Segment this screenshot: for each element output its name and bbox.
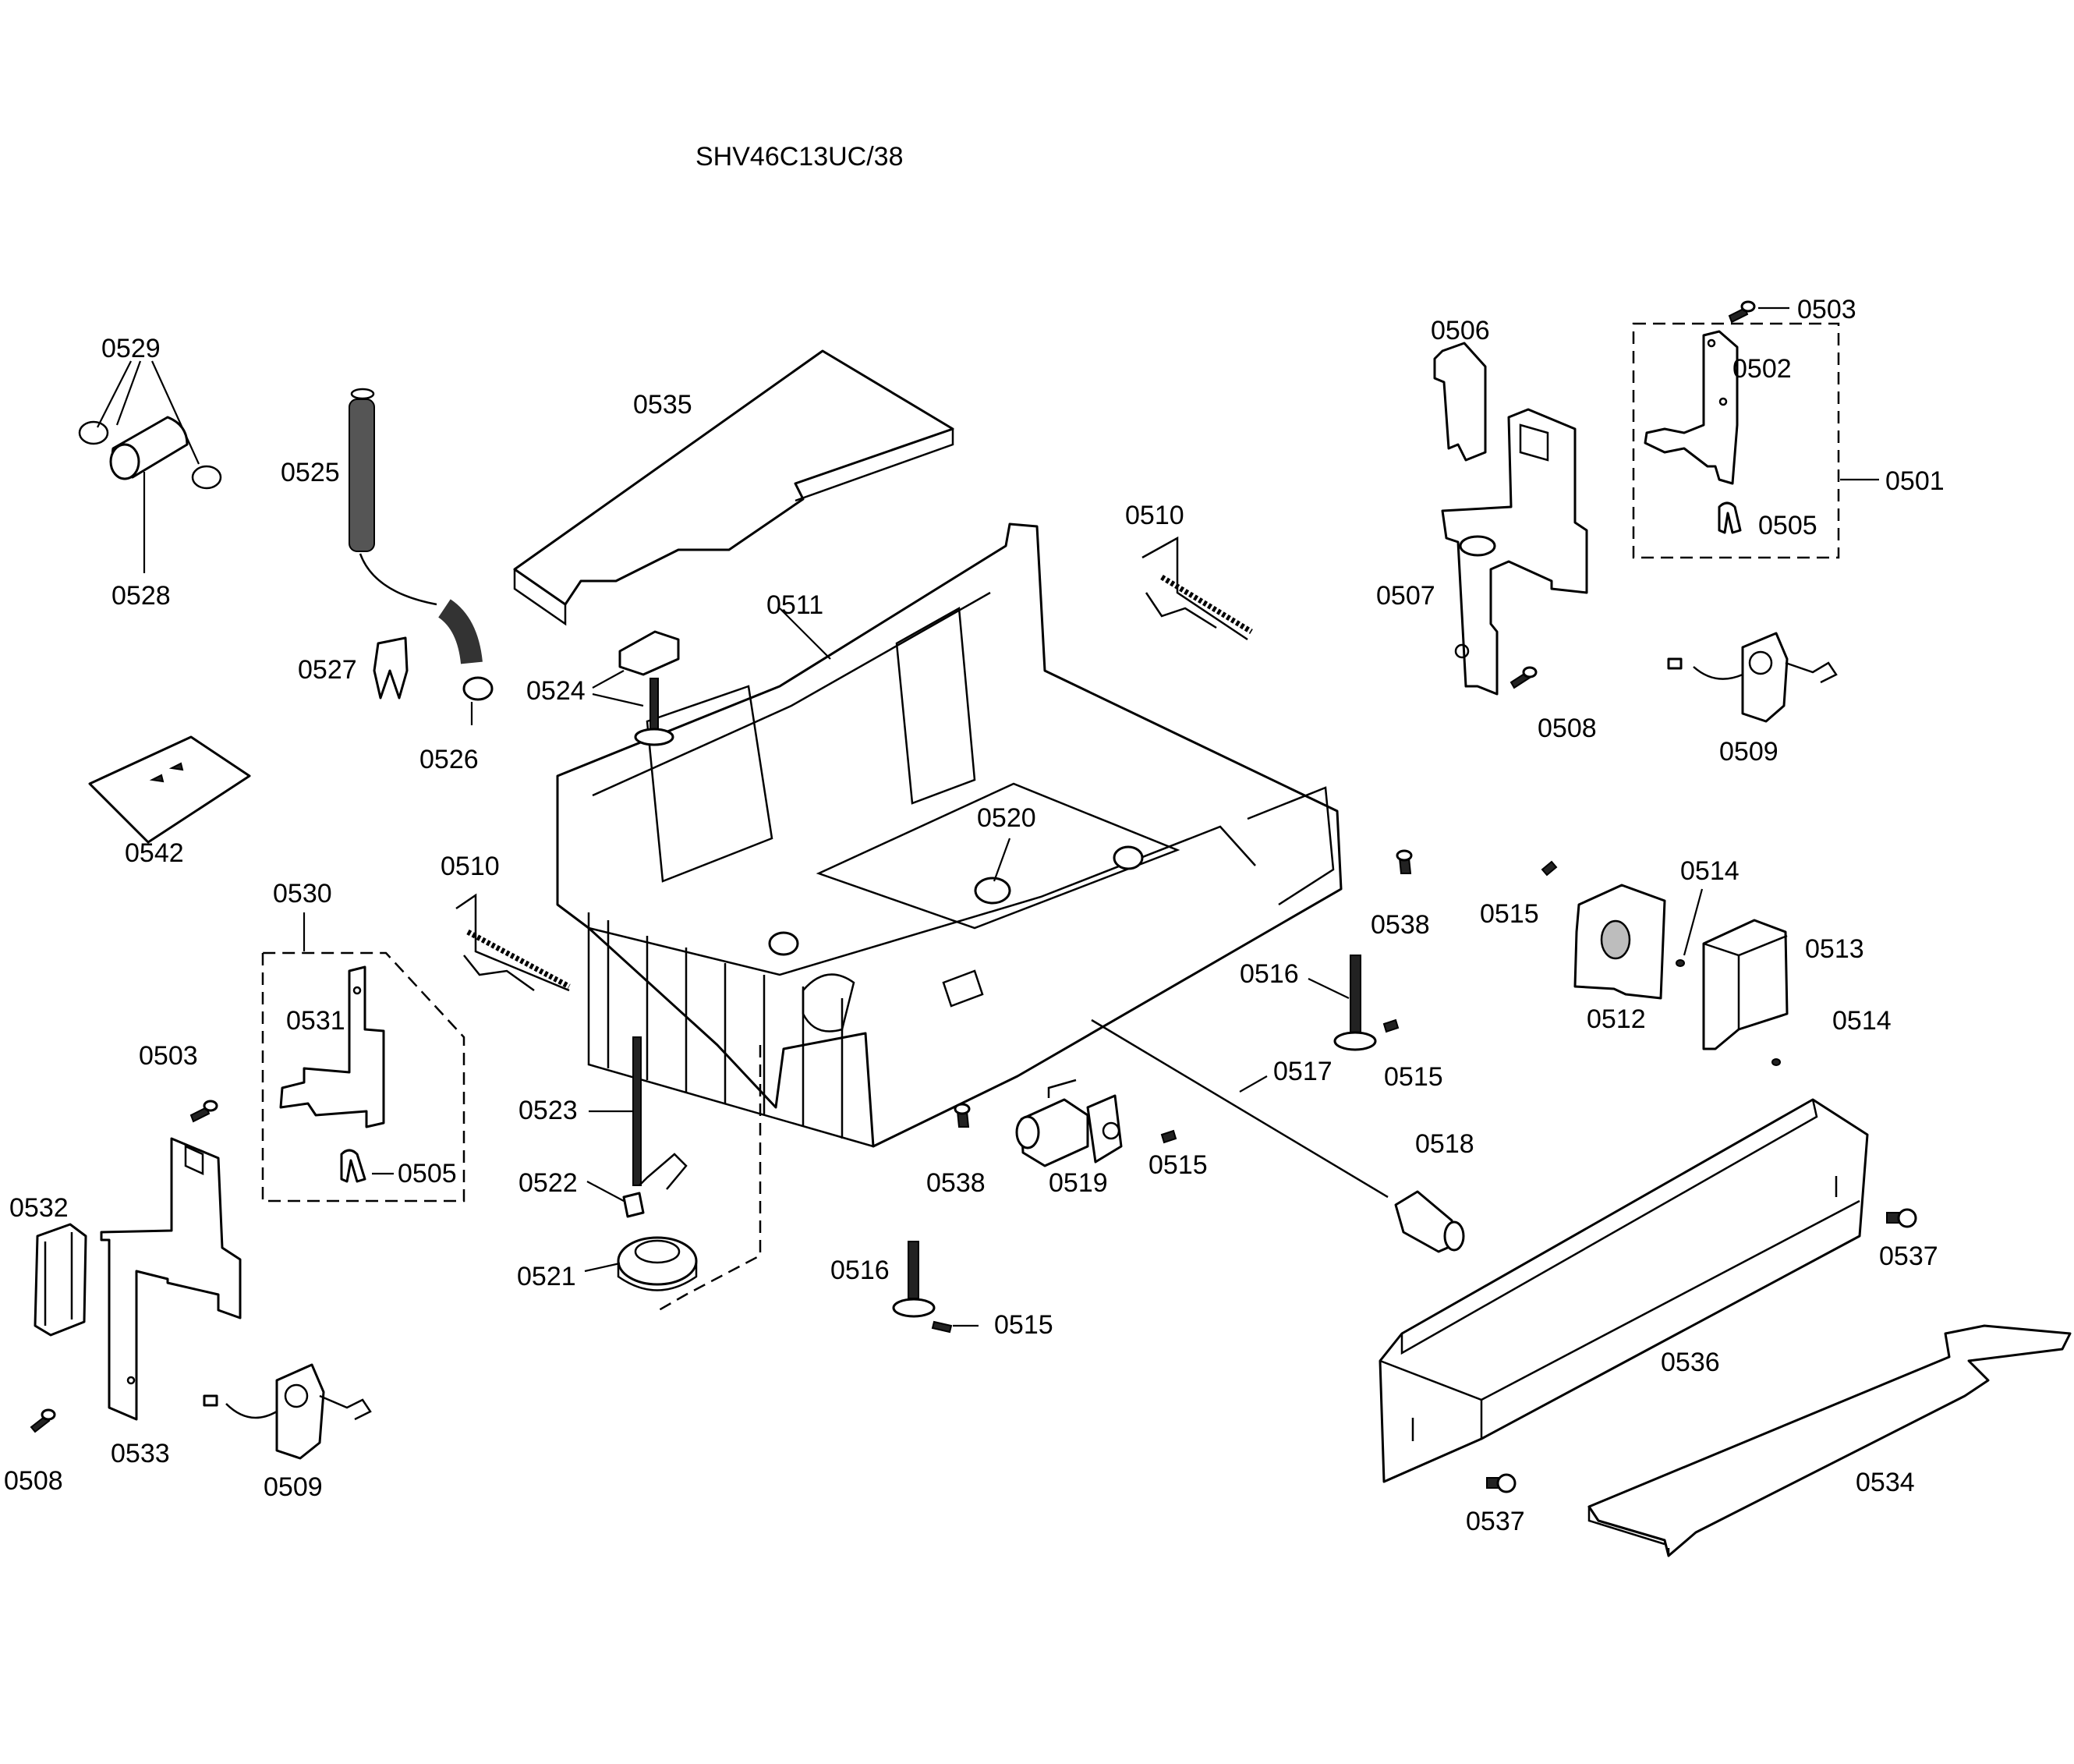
label-0503-left: 0503 xyxy=(139,1041,198,1071)
part-0511-base-frame xyxy=(556,522,1343,1148)
part-0531-bracket xyxy=(279,965,385,1128)
label-0520: 0520 xyxy=(977,803,1036,833)
part-0522-sensor-wire xyxy=(622,1153,688,1218)
part-0523-sensor-rod xyxy=(632,1036,642,1186)
label-0519: 0519 xyxy=(1049,1168,1108,1198)
part-0516-leveling-foot-right xyxy=(1333,955,1377,1051)
part-0515-screw-b xyxy=(1382,1018,1400,1033)
label-0518: 0518 xyxy=(1415,1129,1474,1159)
part-0505-clip-left xyxy=(340,1149,366,1183)
label-0530: 0530 xyxy=(273,879,332,909)
part-0534-toe-kick-insulation xyxy=(1587,1324,2072,1557)
part-0503-screw-right xyxy=(1728,300,1756,324)
part-0508-screw-right xyxy=(1509,666,1538,689)
label-0523: 0523 xyxy=(518,1096,578,1125)
label-0514-a: 0514 xyxy=(1680,856,1740,886)
label-0537-lower: 0537 xyxy=(1466,1507,1525,1536)
label-0522: 0522 xyxy=(518,1168,578,1198)
part-0518-knob xyxy=(1394,1190,1465,1253)
part-0529-hose-clamps xyxy=(78,420,222,490)
part-0517-rod xyxy=(1091,1018,1389,1199)
part-0507-mounting-bracket xyxy=(1441,408,1588,696)
part-0525-drain-hose xyxy=(349,388,437,606)
part-0516-leveling-foot-middle xyxy=(892,1241,936,1318)
part-0510-door-spring-left xyxy=(455,893,571,992)
part-0506-cover-plate xyxy=(1433,342,1487,462)
label-0538-right: 0538 xyxy=(1371,910,1430,940)
part-0528-hose-sleeve xyxy=(109,416,189,480)
label-0503-right: 0503 xyxy=(1797,295,1856,324)
label-0505-right: 0505 xyxy=(1758,511,1817,540)
label-0506: 0506 xyxy=(1431,316,1490,345)
part-0509-hinge-right xyxy=(1667,632,1838,723)
label-0508-right: 0508 xyxy=(1538,714,1597,743)
part-0503-screw-left xyxy=(189,1100,218,1123)
label-0512: 0512 xyxy=(1587,1004,1646,1034)
part-0512-bracket-housing xyxy=(1573,884,1666,1000)
label-0524: 0524 xyxy=(526,676,586,706)
label-0508-left: 0508 xyxy=(4,1466,63,1496)
label-0502: 0502 xyxy=(1732,354,1792,384)
label-0513: 0513 xyxy=(1805,934,1864,964)
label-0533: 0533 xyxy=(111,1439,170,1468)
label-0536: 0536 xyxy=(1661,1348,1720,1377)
part-0519-inlet-valve xyxy=(1015,1079,1123,1167)
label-0538-middle: 0538 xyxy=(926,1168,986,1198)
part-0515-screw-d xyxy=(1541,860,1558,877)
label-0509-left: 0509 xyxy=(264,1472,323,1502)
part-0538-screw-right xyxy=(1396,849,1413,874)
label-0510-right: 0510 xyxy=(1125,501,1184,530)
label-0535: 0535 xyxy=(633,390,692,420)
label-0542: 0542 xyxy=(125,838,184,868)
part-0502-bracket xyxy=(1644,330,1739,485)
part-0537-screw-lower xyxy=(1486,1473,1517,1493)
label-0511: 0511 xyxy=(766,590,823,620)
label-0528: 0528 xyxy=(111,581,171,611)
part-0527-hose-clip xyxy=(373,636,409,700)
part-0515-screw-a xyxy=(1160,1129,1177,1144)
label-0515-b: 0515 xyxy=(1384,1062,1443,1092)
label-0527: 0527 xyxy=(298,655,357,685)
part-0538-screw-middle xyxy=(954,1103,971,1128)
label-0516-middle: 0516 xyxy=(830,1256,890,1285)
label-0526: 0526 xyxy=(419,745,479,774)
label-0521: 0521 xyxy=(517,1262,576,1291)
part-0533-mounting-bracket xyxy=(100,1137,242,1421)
label-0509-right: 0509 xyxy=(1719,737,1778,767)
part-0524-switch-and-screw xyxy=(618,630,680,746)
label-0515-d: 0515 xyxy=(1480,899,1539,929)
label-0514-b: 0514 xyxy=(1832,1006,1892,1036)
model-number-title: SHV46C13UC/38 xyxy=(695,142,903,172)
label-0505-left: 0505 xyxy=(398,1159,457,1188)
part-0532-cover xyxy=(34,1223,87,1337)
part-0513-cover xyxy=(1702,919,1789,1050)
part-0505-clip-right xyxy=(1718,501,1742,534)
label-0531: 0531 xyxy=(286,1006,345,1036)
label-0534: 0534 xyxy=(1856,1468,1915,1497)
label-0515-c: 0515 xyxy=(994,1310,1053,1340)
part-0542-hardware-bag xyxy=(88,735,251,844)
label-0510-left: 0510 xyxy=(441,852,500,881)
part-0535-insulation-panel xyxy=(513,349,954,626)
part-0536-kick-plate xyxy=(1379,1098,1869,1483)
label-0532: 0532 xyxy=(9,1193,69,1223)
label-0501: 0501 xyxy=(1885,466,1945,496)
part-0521-pump-cover xyxy=(617,1236,698,1291)
label-0515-a: 0515 xyxy=(1148,1150,1208,1180)
label-0525: 0525 xyxy=(281,458,340,487)
part-0514-screw-b xyxy=(1771,1058,1781,1066)
part-0509-hinge-left xyxy=(203,1363,372,1460)
part-0514-screw-a xyxy=(1676,959,1685,967)
label-0529: 0529 xyxy=(101,334,161,363)
label-0517: 0517 xyxy=(1273,1057,1333,1086)
part-0515-screw-c xyxy=(931,1320,953,1334)
part-0510-door-spring-right xyxy=(1141,536,1253,641)
part-0526-hose-end xyxy=(437,599,494,701)
part-0537-screw-upper xyxy=(1886,1208,1917,1228)
label-0507: 0507 xyxy=(1376,581,1435,611)
part-0508-screw-left xyxy=(30,1408,56,1433)
label-0516-right: 0516 xyxy=(1240,959,1299,989)
label-0537-upper: 0537 xyxy=(1879,1242,1938,1271)
